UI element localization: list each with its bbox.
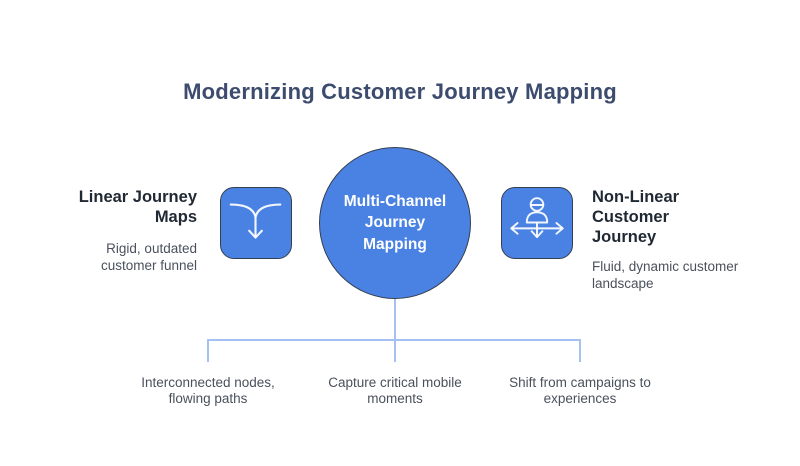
right-heading-line: Non-Linear xyxy=(592,188,680,206)
right-description-line: landscape xyxy=(592,275,654,291)
left-heading-line: Maps xyxy=(154,208,197,226)
bottom-label-line: moments xyxy=(367,391,423,406)
left-description: Rigid, outdated customer funnel xyxy=(27,241,197,274)
left-description-line: Rigid, outdated xyxy=(106,241,197,256)
circle-text-line: Multi-Channel xyxy=(343,192,447,210)
bottom-label-line: experiences xyxy=(543,391,617,406)
bottom-label-line: Capture critical mobile xyxy=(328,375,462,390)
bottom-label-campaigns-to-experiences: Shift from campaigns to experiences xyxy=(485,375,675,407)
merge-down-arrow-icon xyxy=(229,203,282,239)
circle-text-line: Journey xyxy=(364,214,426,232)
right-heading-line: Customer xyxy=(592,208,670,226)
page-title: Modernizing Customer Journey Mapping xyxy=(183,79,617,104)
bottom-label-interconnected-nodes: Interconnected nodes, flowing paths xyxy=(113,375,303,407)
bottom-label-line: Shift from campaigns to xyxy=(509,375,651,390)
left-heading-line: Linear Journey xyxy=(78,188,197,206)
circle-text-line: Mapping xyxy=(363,235,427,253)
right-description: Fluid, dynamic customer landscape xyxy=(592,259,782,292)
linear-journey-icon-tile xyxy=(220,187,292,259)
right-heading-line: Journey xyxy=(592,228,657,246)
right-heading: Non-Linear Customer Journey xyxy=(592,187,782,247)
left-description-line: customer funnel xyxy=(100,257,197,273)
bottom-label-mobile-moments: Capture critical mobile moments xyxy=(300,375,490,407)
right-description-line: Fluid, dynamic customer xyxy=(592,259,739,274)
left-section: Linear Journey Maps Rigid, outdated cust… xyxy=(27,187,197,274)
bottom-label-line: flowing paths xyxy=(168,391,248,406)
right-section: Non-Linear Customer Journey Fluid, dynam… xyxy=(592,187,782,292)
left-heading: Linear Journey Maps xyxy=(27,187,197,227)
multi-channel-circle: Multi-Channel Journey Mapping xyxy=(319,147,471,299)
bottom-label-line: Interconnected nodes, xyxy=(141,375,275,390)
person-multidirection-icon xyxy=(510,197,564,239)
non-linear-journey-icon-tile xyxy=(501,187,573,259)
